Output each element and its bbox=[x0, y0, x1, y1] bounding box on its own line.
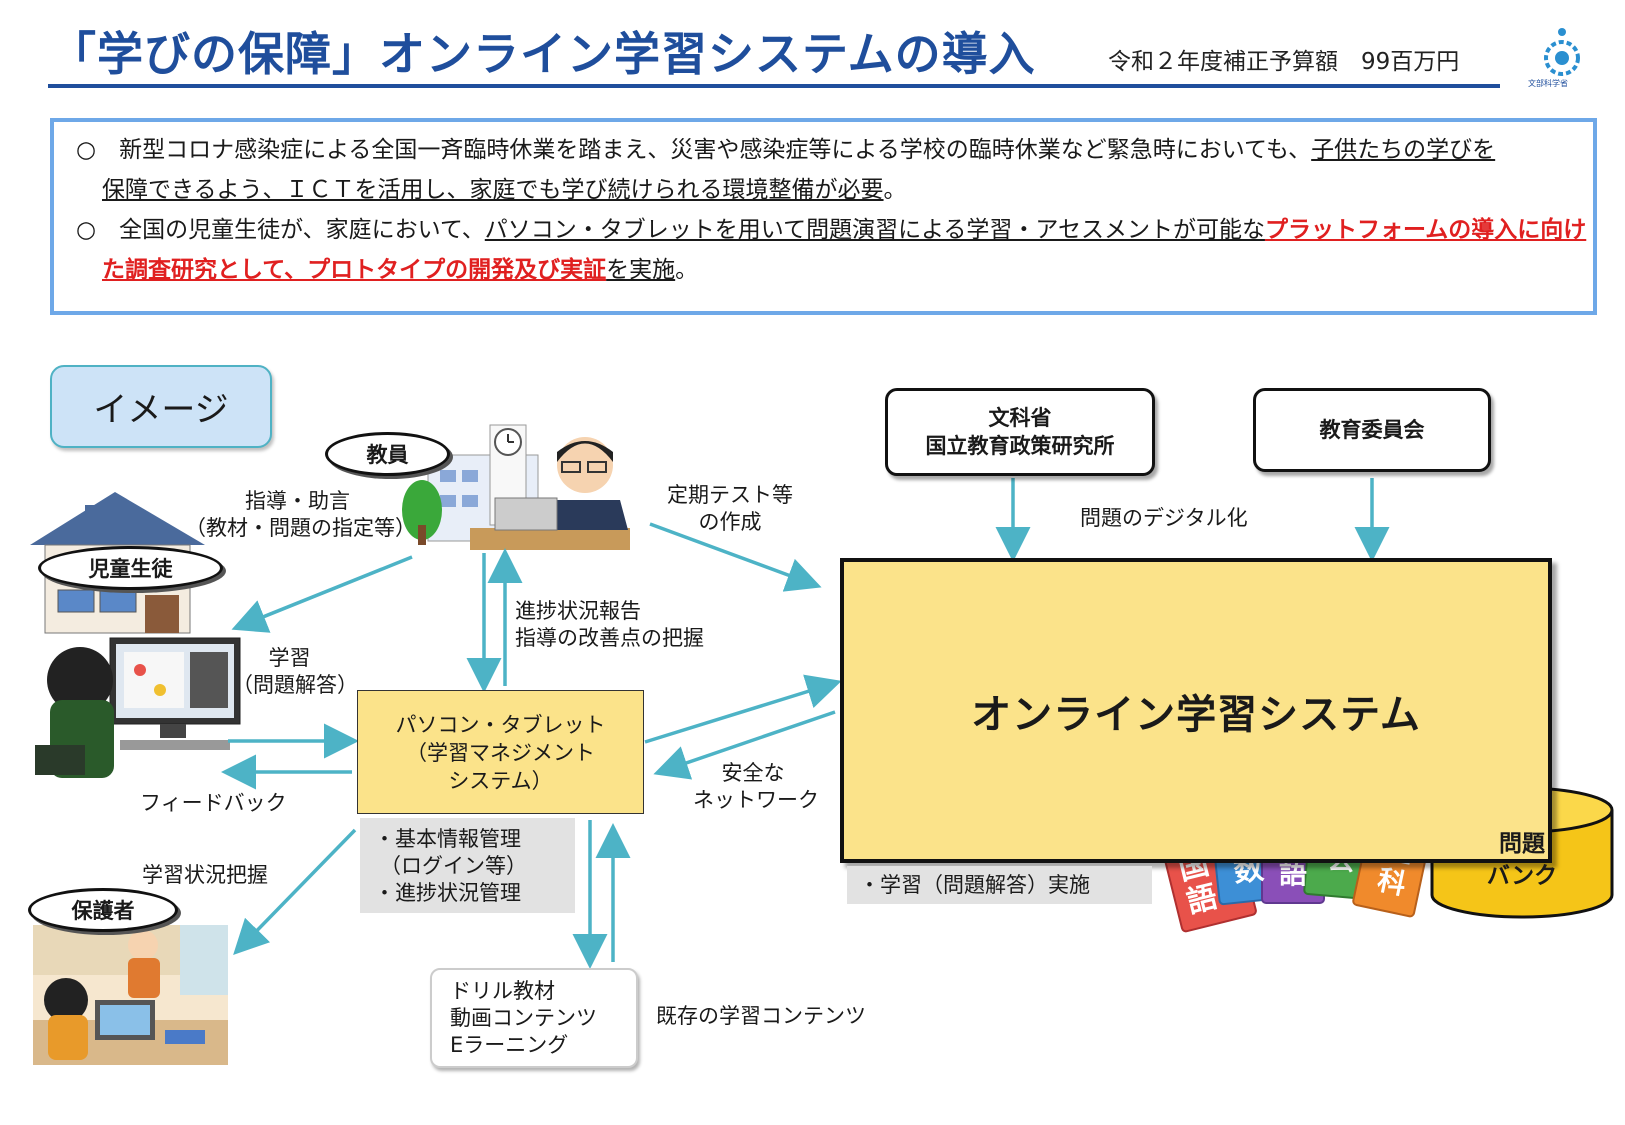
budget-amount: 令和２年度補正予算額 99百万円 bbox=[1108, 49, 1460, 75]
mext-name: 文科省 bbox=[988, 406, 1052, 430]
mext-box: 文科省 国立教育政策研究所 bbox=[885, 388, 1155, 476]
secure-line-1: 安全な bbox=[721, 761, 785, 785]
summary-text: 。 bbox=[675, 257, 699, 283]
pc-tablet-box: パソコン・タブレット （学習マネジメント システム） bbox=[357, 690, 644, 814]
summary-text: 。 bbox=[883, 177, 907, 203]
summary-text: ○ 全国の児童生徒が、家庭において、 bbox=[76, 217, 485, 243]
summary-underline: を実施 bbox=[606, 257, 676, 283]
system-title: オンライン学習システム bbox=[971, 691, 1421, 738]
pc-feature-item: （ログイン等） bbox=[380, 854, 527, 878]
summary-bullet-2-cont: た調査研究として、プロトタイプの開発及び実証を実施。 bbox=[102, 254, 698, 286]
question-bank-label: 問題 バンク bbox=[1432, 828, 1612, 892]
test-label: 定期テスト等 の作成 bbox=[660, 482, 800, 536]
learning-label: 学習 （問題解答） bbox=[232, 645, 358, 699]
online-learning-system-box: オンライン学習システム bbox=[840, 558, 1552, 863]
image-label: イメージ bbox=[50, 365, 272, 448]
pc-line-3: システム） bbox=[448, 769, 553, 793]
mext-logo-text: 文部科学省 bbox=[1528, 79, 1568, 88]
summary-underline: パソコン・タブレットを用いて問題演習による学習・アセスメントが可能な bbox=[484, 217, 1265, 243]
bank-line-2: バンク bbox=[1486, 863, 1558, 889]
existing-content-box: ドリル教材 動画コンテンツ Eラーニング bbox=[430, 968, 638, 1068]
summary-bullet-1-cont: 保障できるよう、ＩＣＴを活用し、家庭でも学び続けられる環境整備が必要。 bbox=[102, 174, 907, 206]
summary-bullet-2: ○ 全国の児童生徒が、家庭において、パソコン・タブレットを用いて問題演習による学… bbox=[76, 214, 1586, 246]
summary-underline: 子供たちの学びを bbox=[1311, 137, 1496, 163]
test-line-2: の作成 bbox=[698, 510, 762, 534]
progress-line-1: 進捗状況報告 bbox=[515, 599, 641, 623]
pc-features: ・基本情報管理 （ログイン等） ・進捗状況管理 bbox=[360, 818, 575, 913]
title-underline bbox=[48, 84, 1500, 88]
status-label: 学習状況把握 bbox=[142, 863, 268, 887]
nier-name: 国立教育政策研究所 bbox=[925, 434, 1115, 458]
guardian-label: 保護者 bbox=[28, 888, 178, 932]
content-item: 動画コンテンツ bbox=[450, 1006, 597, 1030]
content-item: ドリル教材 bbox=[450, 979, 555, 1003]
board-name: 教育委員会 bbox=[1319, 418, 1425, 442]
digitalization-label: 問題のデジタル化 bbox=[1080, 506, 1248, 530]
guardian-illustration bbox=[33, 925, 228, 1065]
pc-feature-item: ・進捗状況管理 bbox=[374, 881, 521, 905]
guidance-label: 指導・助言 （教材・問題の指定等） bbox=[185, 488, 416, 542]
teacher-illustration bbox=[402, 424, 630, 550]
test-line-1: 定期テスト等 bbox=[667, 483, 793, 507]
secure-network-label: 安全な ネットワーク bbox=[693, 760, 819, 814]
arrow-pc-to-guardian bbox=[233, 828, 357, 956]
learning-line-2: （問題解答） bbox=[232, 673, 358, 697]
arrow-teacher-to-system bbox=[649, 522, 822, 592]
system-feature: ・学習（問題解答）実施 bbox=[847, 866, 1152, 904]
feedback-label: フィードバック bbox=[140, 791, 287, 815]
flow-arrows bbox=[221, 478, 1390, 969]
pc-line-2: （学習マネジメント bbox=[406, 741, 595, 765]
summary-highlight: プラットフォームの導入に向け bbox=[1264, 217, 1587, 243]
bank-line-1: 問題 bbox=[1499, 831, 1545, 857]
arrow-pc-to-system bbox=[644, 674, 842, 744]
student-label: 児童生徒 bbox=[38, 546, 223, 590]
pc-feature-item: ・基本情報管理 bbox=[374, 827, 521, 851]
progress-line-2: 指導の改善点の把握 bbox=[515, 626, 704, 650]
summary-box: ○ 新型コロナ感染症による全国一斉臨時休業を踏まえ、災害や感染症等による学校の臨… bbox=[50, 118, 1597, 315]
summary-text: ○ 新型コロナ感染症による全国一斉臨時休業を踏まえ、災害や感染症等による学校の臨… bbox=[76, 137, 1312, 163]
teacher-label: 教員 bbox=[325, 432, 450, 476]
progress-label: 進捗状況報告 指導の改善点の把握 bbox=[515, 598, 704, 652]
board-box: 教育委員会 bbox=[1253, 388, 1491, 472]
learning-line-1: 学習 bbox=[268, 646, 311, 670]
existing-content-label: 既存の学習コンテンツ bbox=[656, 1004, 866, 1028]
student-illustration bbox=[35, 637, 241, 778]
summary-underline: 保障できるよう、ＩＣＴを活用し、家庭でも学び続けられる環境整備が必要 bbox=[102, 177, 884, 203]
arrow-system-to-pc bbox=[653, 710, 836, 780]
secure-line-2: ネットワーク bbox=[693, 788, 819, 812]
summary-highlight: た調査研究として、プロトタイプの開発及び実証 bbox=[102, 257, 607, 283]
content-item: Eラーニング bbox=[450, 1033, 569, 1057]
page-title: 「学びの保障」オンライン学習システムの導入 bbox=[50, 27, 1036, 81]
arrow-teacher-to-student bbox=[231, 555, 413, 633]
summary-bullet-1: ○ 新型コロナ感染症による全国一斉臨時休業を踏まえ、災害や感染症等による学校の臨… bbox=[76, 134, 1495, 166]
guidance-line-1: 指導・助言 bbox=[245, 489, 350, 513]
pc-line-1: パソコン・タブレット bbox=[395, 713, 606, 737]
mext-logo-icon bbox=[1544, 28, 1580, 76]
guidance-line-2: （教材・問題の指定等） bbox=[185, 516, 416, 540]
